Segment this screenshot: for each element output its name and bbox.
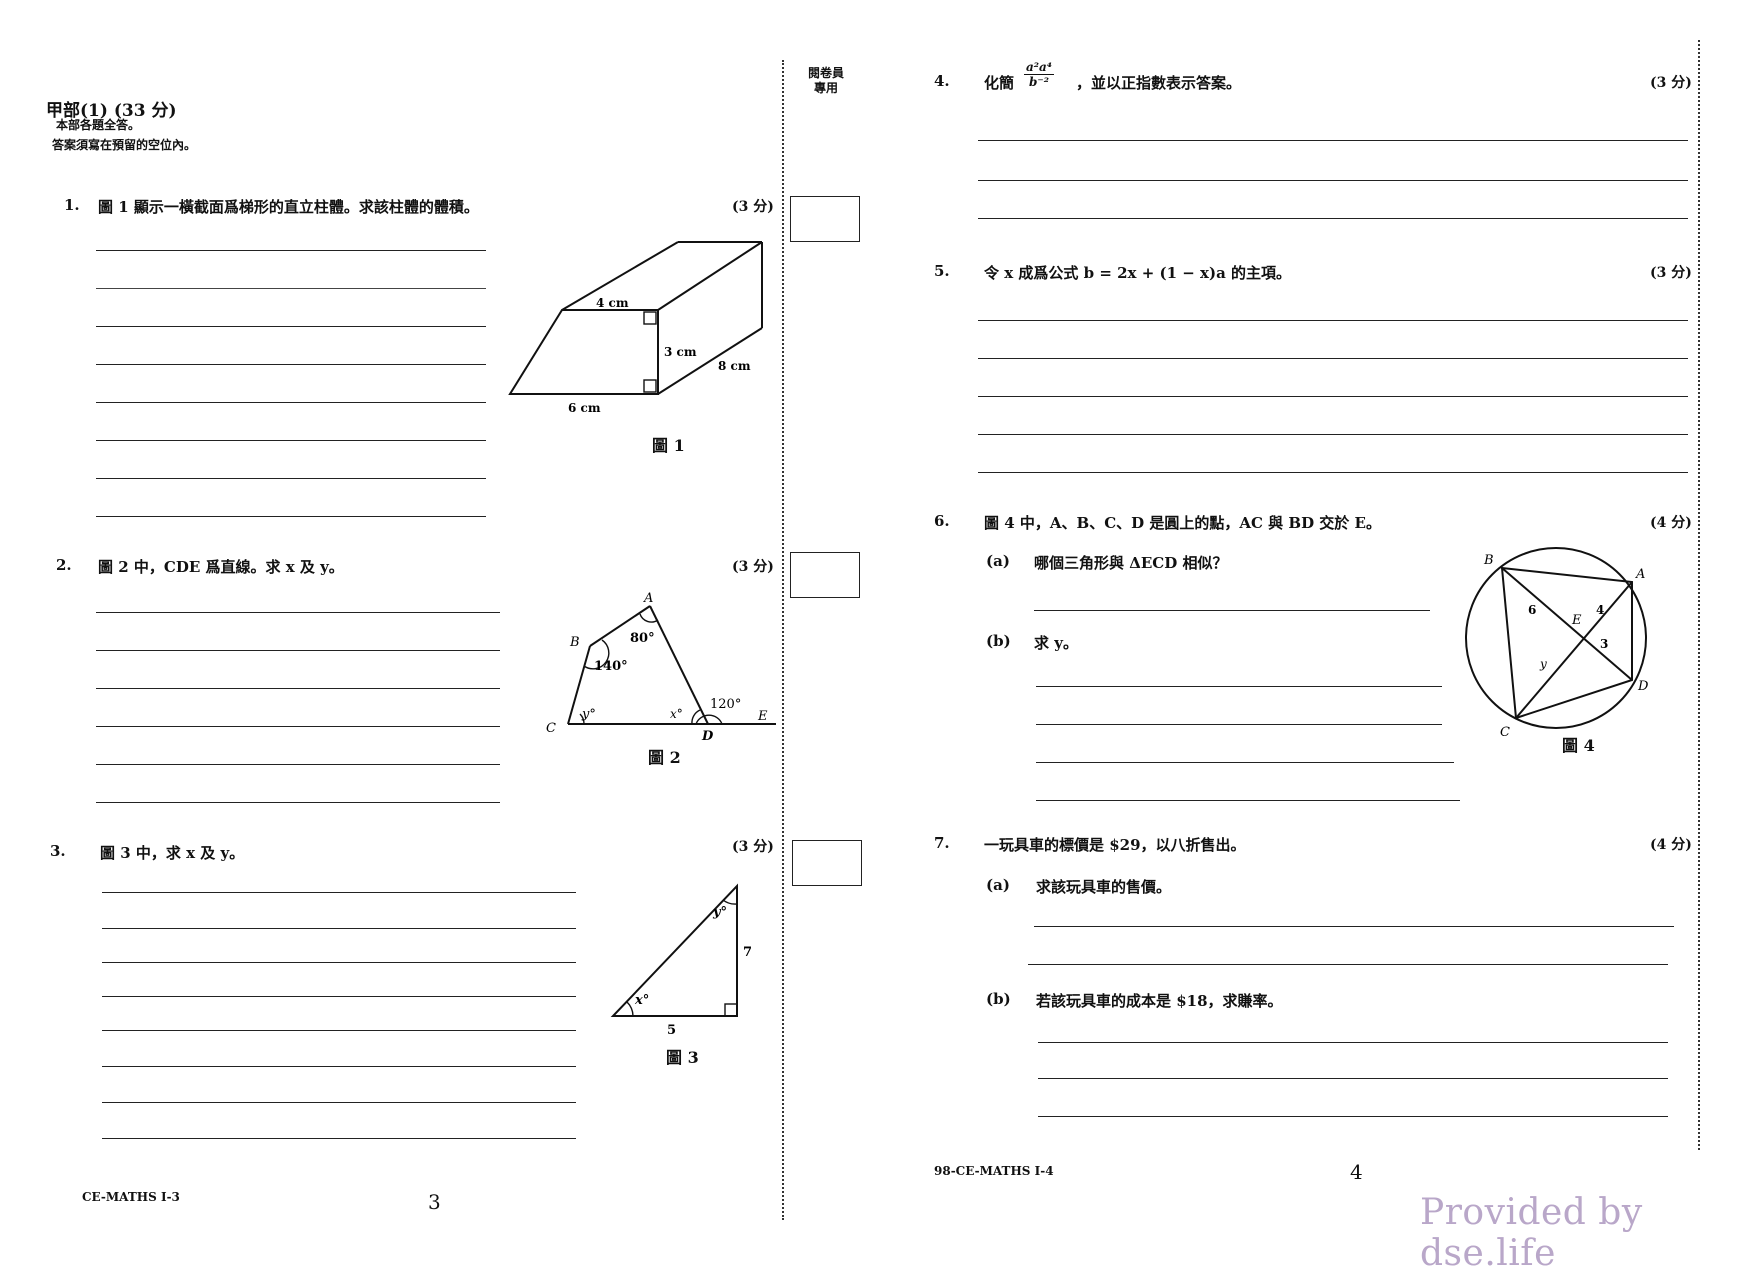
fig2-angle-120: 120°	[710, 697, 741, 712]
instruction-answer-all: 本部各題全答。	[56, 118, 141, 132]
q1-number: 1.	[64, 196, 80, 214]
fig3-angle-y: y°	[712, 905, 727, 920]
q6-marks: (4 分)	[1650, 515, 1692, 531]
q4-marks: (3 分)	[1650, 75, 1692, 91]
q5-number: 5.	[934, 262, 950, 280]
q7b-label: (b)	[986, 990, 1011, 1008]
right-paper-code: 98-CE-MATHS I-4	[934, 1164, 1054, 1178]
q6a-answer-line[interactable]	[1034, 610, 1430, 611]
q6-number: 6.	[934, 512, 950, 530]
q7-text: 一玩具車的標價是 $29，以八折售出。	[984, 836, 1246, 854]
q2-text: 圖 2 中，CDE 爲直線。求 x 及 y。	[98, 558, 344, 576]
fig2-label-E: E	[757, 709, 768, 724]
q4-denominator: b⁻²	[1029, 75, 1050, 89]
q4-fraction: a²a⁴ b⁻²	[1024, 60, 1055, 89]
q6b-label: (b)	[986, 632, 1011, 650]
figure-2-quadrilateral: A B C D E 80° 140° y° x° 120°	[546, 591, 776, 740]
figure-1-caption: 圖 1	[652, 436, 685, 455]
q4-number: 4.	[934, 72, 950, 90]
left-paper-code: CE-MATHS I-3	[82, 1190, 180, 1204]
q3-examiner-mark-box[interactable]	[792, 840, 862, 886]
fig2-angle-y: y°	[581, 707, 596, 722]
fig1-label-top: 4 cm	[596, 296, 629, 310]
figure-1-prism: 4 cm 3 cm 8 cm 6 cm	[508, 241, 763, 415]
q7-marks: (4 分)	[1650, 837, 1692, 853]
q5-marks: (3 分)	[1650, 265, 1692, 281]
q6b-text: 求 y。	[1034, 634, 1078, 652]
q2-number: 2.	[56, 556, 72, 574]
fig4-label-3: 3	[1600, 637, 1608, 651]
q6-text: 圖 4 中，A、B、C、D 是圓上的點，AC 與 BD 交於 E。	[984, 514, 1381, 532]
q7-number: 7.	[934, 834, 950, 852]
q4-numerator: a²a⁴	[1024, 60, 1055, 75]
fig2-label-A: A	[643, 591, 653, 606]
margin-divider-right	[1698, 40, 1700, 1150]
q6a-label: (a)	[986, 552, 1010, 570]
q5-text: 令 x 成爲公式 b = 2x + (1 − x)a 的主項。	[984, 264, 1292, 282]
q3-number: 3.	[50, 842, 66, 860]
fig4-label-6: 6	[1528, 603, 1536, 617]
figure-3-caption: 圖 3	[666, 1048, 699, 1067]
q4-text-after: ，並以正指數表示答案。	[1076, 74, 1242, 92]
right-page-number: 4	[1350, 1160, 1363, 1184]
q2-examiner-mark-box[interactable]	[790, 552, 860, 598]
fig4-label-D: D	[1637, 679, 1649, 694]
q3-marks: (3 分)	[732, 839, 774, 855]
fig2-label-B: B	[569, 635, 580, 650]
watermark: Provided by dse.life	[1420, 1192, 1643, 1274]
fig2-label-D: D	[701, 729, 714, 740]
fig3-side-7: 7	[743, 945, 752, 960]
fig3-angle-x: x°	[634, 993, 649, 1008]
q4-text-before: 化簡	[984, 74, 1015, 92]
fig2-angle-x: x°	[670, 707, 683, 721]
fig4-label-C: C	[1500, 725, 1510, 740]
figure-4-circle: B A C D E 6 4 3 y	[1465, 547, 1649, 740]
q1-marks: (3 分)	[732, 199, 774, 215]
q7a-text: 求該玩具車的售價。	[1036, 878, 1172, 896]
section-title: 甲部(1) (33 分)	[46, 101, 177, 121]
figure-4-caption: 圖 4	[1562, 736, 1595, 755]
q1-examiner-mark-box[interactable]	[790, 196, 860, 242]
figure-2-caption: 圖 2	[648, 748, 681, 767]
q1-text: 圖 1 顯示一橫截面爲梯形的直立柱體。求該柱體的體積。	[98, 198, 479, 216]
q2-marks: (3 分)	[732, 559, 774, 575]
fig2-label-C: C	[546, 721, 556, 736]
q7b-text: 若該玩具車的成本是 $18，求賺率。	[1036, 992, 1283, 1010]
left-page-number: 3	[428, 1190, 441, 1214]
fig1-label-height: 3 cm	[664, 345, 697, 359]
fig4-label-E: E	[1571, 613, 1582, 628]
q3-text: 圖 3 中，求 x 及 y。	[100, 844, 245, 862]
fig2-angle-B: 140°	[594, 659, 628, 674]
margin-divider-left	[782, 60, 784, 1220]
fig4-label-4: 4	[1596, 603, 1604, 617]
fig4-label-B: B	[1483, 553, 1494, 568]
examiner-use-heading: 閱卷員 專用	[808, 66, 845, 95]
fig3-side-5: 5	[667, 1023, 676, 1038]
instruction-answer-space: 答案須寫在預留的空位內。	[52, 138, 197, 152]
fig4-label-A: A	[1635, 567, 1645, 582]
fig1-label-depth: 8 cm	[718, 359, 751, 373]
q7a-label: (a)	[986, 876, 1010, 894]
q6a-text: 哪個三角形與 ΔECD 相似？	[1034, 554, 1228, 572]
fig1-label-bottom: 6 cm	[568, 401, 601, 415]
fig4-label-y: y	[1539, 657, 1547, 671]
fig2-angle-A: 80°	[630, 631, 655, 646]
figure-3-right-triangle: x° y° 7 5	[610, 883, 752, 1038]
